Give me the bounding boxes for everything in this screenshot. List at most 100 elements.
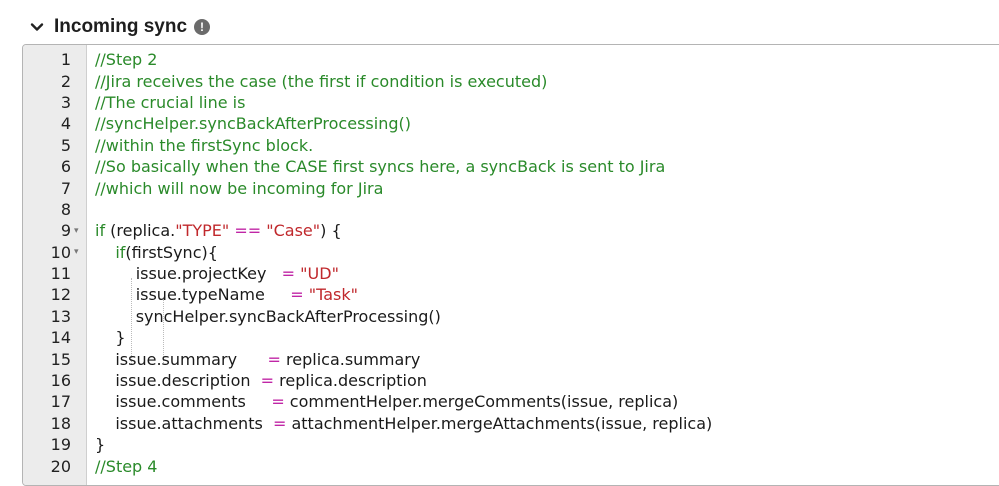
code-indent [95, 371, 115, 390]
code-indent [95, 243, 115, 262]
line-number: 9 [60, 221, 71, 241]
code-token: if [115, 242, 126, 262]
code-token: = [290, 285, 304, 305]
code-line[interactable]: 10▾ if(firstSync){ [23, 242, 999, 263]
code-line[interactable]: 20 //Step 4 [23, 455, 999, 476]
line-number: 12 [50, 285, 71, 305]
line-number: 3 [60, 92, 71, 112]
code-line[interactable]: 3 //The crucial line is [23, 92, 999, 113]
line-number: 18 [50, 413, 71, 433]
code-token: //Step 2 [95, 50, 158, 70]
line-number: 10 [50, 242, 71, 262]
code-token: commentHelper.mergeComments(issue, repli… [284, 392, 679, 412]
code-token: ) { [320, 221, 342, 241]
code-text[interactable]: //Jira receives the case (the first if c… [95, 72, 547, 91]
code-text[interactable]: } [95, 435, 105, 454]
code-line[interactable]: 12 issue.typeName = "Task" [23, 284, 999, 305]
section-header[interactable]: Incoming sync ! [28, 14, 211, 40]
code-token: //syncHelper.syncBackAfterProcessing() [95, 114, 411, 134]
code-line[interactable]: 18 issue.attachments = attachmentHelper.… [23, 413, 999, 434]
code-text[interactable]: //Step 2 [95, 50, 157, 69]
code-token: (firstSync){ [125, 242, 218, 262]
code-text[interactable]: syncHelper.syncBackAfterProcessing() [95, 307, 441, 326]
code-line[interactable]: 8 [23, 199, 999, 220]
code-token: "TYPE" [175, 221, 230, 241]
code-token: = [267, 349, 281, 369]
code-text[interactable]: //within the firstSync block. [95, 136, 313, 155]
line-number: 2 [60, 71, 71, 91]
fold-toggle-icon[interactable]: ▾ [74, 247, 79, 258]
code-text[interactable]: issue.summary = replica.summary [95, 350, 420, 369]
code-text[interactable]: //syncHelper.syncBackAfterProcessing() [95, 114, 411, 133]
code-text[interactable]: issue.comments = commentHelper.mergeComm… [95, 392, 678, 411]
code-indent [95, 264, 136, 283]
chevron-down-icon[interactable] [28, 18, 46, 36]
code-line[interactable]: 17 issue.comments = commentHelper.mergeC… [23, 391, 999, 412]
code-line[interactable]: 5 //within the firstSync block. [23, 135, 999, 156]
code-line[interactable]: 9▾ if (replica."TYPE" == "Case") { [23, 220, 999, 241]
line-number: 17 [50, 392, 71, 412]
code-token: issue.typeName [135, 285, 291, 305]
code-lines[interactable]: 1 //Step 2 2 //Jira receives the case (the … [23, 49, 999, 477]
code-text[interactable]: //The crucial line is [95, 93, 245, 112]
line-number-gutter [23, 45, 87, 485]
code-text[interactable]: if (replica."TYPE" == "Case") { [95, 221, 342, 240]
code-line[interactable]: 11 issue.projectKey = "UD" [23, 263, 999, 284]
code-token: //The crucial line is [95, 92, 246, 112]
line-number: 11 [50, 264, 71, 284]
code-text[interactable]: if(firstSync){ [95, 243, 218, 262]
code-line[interactable]: 6 //So basically when the CASE first sync… [23, 156, 999, 177]
code-text[interactable]: } [95, 328, 126, 348]
line-number: 16 [50, 371, 71, 391]
code-token: = [271, 392, 285, 412]
code-token: } [95, 435, 106, 455]
code-token: issue.summary [115, 349, 268, 369]
fold-toggle-icon[interactable]: ▾ [74, 225, 79, 236]
code-line[interactable]: 13 syncHelper.syncBackAfterProcessing() [23, 306, 999, 327]
code-indent [95, 392, 115, 411]
code-token: } [115, 328, 126, 348]
code-indent [95, 307, 136, 326]
code-line[interactable]: 7 //which will now be incoming for Jira [23, 177, 999, 198]
code-line[interactable]: 15 issue.summary = replica.summary [23, 348, 999, 369]
line-number: 8 [60, 199, 71, 219]
code-token: "Case" [266, 221, 321, 241]
code-text[interactable]: issue.typeName = "Task" [95, 285, 358, 304]
line-number: 4 [60, 114, 71, 134]
line-number: 1 [60, 50, 71, 70]
code-editor[interactable]: 1 //Step 2 2 //Jira receives the case (the … [22, 44, 999, 486]
line-number: 7 [60, 178, 71, 198]
line-number: 15 [50, 349, 71, 369]
code-line[interactable]: 14 } [23, 327, 999, 348]
code-line[interactable]: 19} [23, 434, 999, 455]
code-token: (replica. [105, 221, 176, 241]
line-number: 20 [50, 456, 71, 476]
code-token: if [95, 221, 106, 241]
line-number: 5 [60, 135, 71, 155]
code-token: "Task" [308, 285, 358, 305]
code-indent [95, 414, 115, 433]
code-indent [95, 285, 136, 304]
code-text[interactable]: issue.projectKey = "UD" [95, 264, 339, 283]
section-title: Incoming sync [54, 16, 188, 37]
code-token: == [234, 221, 262, 241]
indent-guide [163, 299, 164, 363]
code-text[interactable]: issue.description = replica.description [95, 371, 427, 390]
code-text[interactable]: issue.attachments = attachmentHelper.mer… [95, 414, 712, 433]
code-line[interactable]: 16 issue.description = replica.descripti… [23, 370, 999, 391]
warning-icon[interactable]: ! [194, 19, 211, 35]
code-text[interactable]: //So basically when the CASE first syncs… [95, 157, 665, 176]
line-number: 6 [60, 157, 71, 177]
code-text[interactable]: //which will now be incoming for Jira [95, 179, 383, 198]
code-token: issue.attachments [115, 413, 273, 433]
code-token: replica.summary [280, 349, 421, 369]
code-token: = [281, 264, 296, 284]
code-line[interactable]: 1 //Step 2 [23, 49, 999, 70]
line-number: 13 [50, 306, 71, 326]
code-indent [95, 350, 115, 369]
code-text[interactable]: //Step 4 [95, 457, 157, 476]
code-line[interactable]: 2 //Jira receives the case (the first if … [23, 70, 999, 91]
code-token: = [272, 413, 287, 433]
code-line[interactable]: 4 //syncHelper.syncBackAfterProcessing() [23, 113, 999, 134]
code-token: issue.comments [115, 392, 272, 412]
